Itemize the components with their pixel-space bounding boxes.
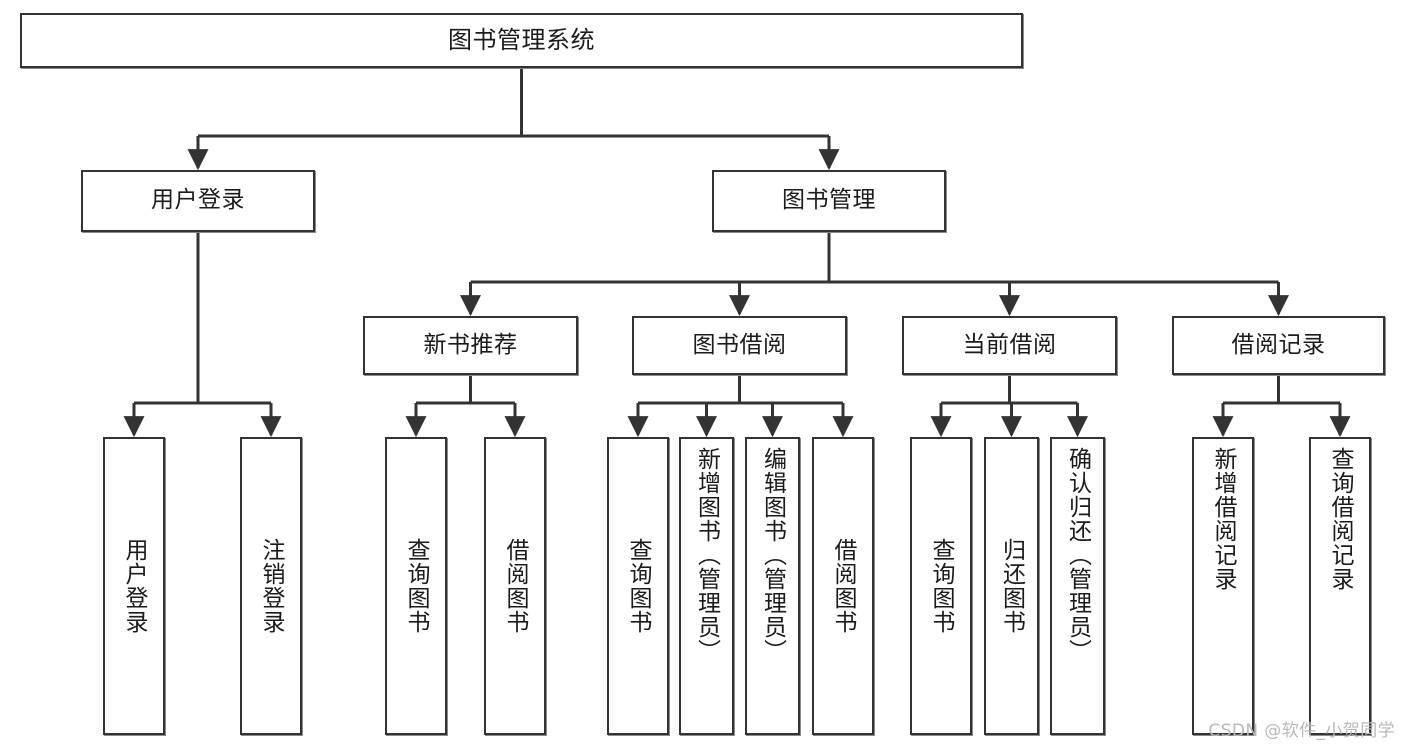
node-label: 新增借阅记录	[1210, 447, 1237, 591]
node-label: 借阅图书	[830, 538, 857, 634]
node-leaf-rec-borrow[interactable]: 借阅图书	[484, 437, 546, 735]
node-label: 归还图书	[998, 538, 1025, 634]
node-label: 查询图书	[625, 538, 652, 634]
node-leaf-cb-confirm[interactable]: 确认归还（管理员）	[1050, 437, 1105, 735]
node-new-book-rec[interactable]: 新书推荐	[363, 316, 578, 375]
node-borrow-record[interactable]: 借阅记录	[1172, 316, 1385, 375]
node-label: 查询图书	[928, 538, 955, 634]
node-label: 用户登录	[151, 187, 245, 214]
node-label: 新书推荐	[423, 331, 518, 358]
node-label: 借阅图书	[502, 538, 529, 634]
node-label: 注销登录	[258, 538, 285, 634]
node-current-borrow[interactable]: 当前借阅	[902, 316, 1117, 375]
node-user-login[interactable]: 用户登录	[81, 170, 315, 232]
node-leaf-cb-return[interactable]: 归还图书	[984, 437, 1039, 735]
node-label: 图书借阅	[692, 331, 787, 358]
node-leaf-bb-borrow[interactable]: 借阅图书	[812, 437, 874, 735]
node-book-borrow[interactable]: 图书借阅	[632, 316, 847, 375]
node-label: 新增图书（管理员）	[693, 447, 720, 663]
node-label: 编辑图书（管理员）	[759, 447, 786, 663]
node-label: 借阅记录	[1231, 331, 1326, 358]
node-leaf-user-logout[interactable]: 注销登录	[240, 437, 302, 735]
node-label: 查询借阅记录	[1327, 447, 1354, 591]
node-label: 图书管理系统	[448, 26, 595, 55]
node-leaf-bb-edit[interactable]: 编辑图书（管理员）	[745, 437, 800, 735]
node-label: 用户登录	[121, 538, 148, 634]
node-book-manage[interactable]: 图书管理	[712, 170, 946, 232]
node-leaf-cb-query[interactable]: 查询图书	[910, 437, 972, 735]
node-label: 当前借阅	[962, 331, 1057, 358]
node-leaf-user-login[interactable]: 用户登录	[103, 437, 165, 735]
node-label: 确认归还（管理员）	[1064, 447, 1091, 663]
node-label: 图书管理	[782, 187, 876, 214]
node-leaf-bb-add[interactable]: 新增图书（管理员）	[679, 437, 734, 735]
node-label: 查询图书	[403, 538, 430, 634]
node-leaf-br-query[interactable]: 查询借阅记录	[1309, 437, 1371, 735]
node-leaf-rec-query[interactable]: 查询图书	[385, 437, 447, 735]
node-leaf-br-add[interactable]: 新增借阅记录	[1192, 437, 1254, 735]
node-root[interactable]: 图书管理系统	[20, 13, 1023, 68]
node-leaf-bb-query[interactable]: 查询图书	[607, 437, 669, 735]
